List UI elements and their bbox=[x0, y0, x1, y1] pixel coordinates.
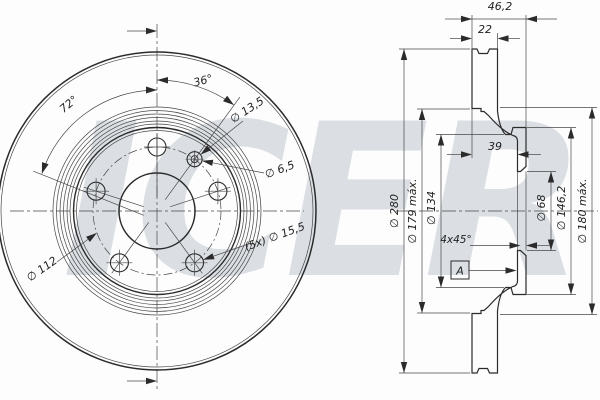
dim-angle-72: 72° bbox=[41, 86, 158, 174]
front-view: 72° 36° ∅ 13,5 ∅ 6,5 bbox=[0, 24, 317, 392]
dim-label-hat-diameter: ∅ 146,2 bbox=[555, 186, 568, 231]
section-view: 46,2 22 39 bbox=[388, 0, 598, 374]
dim-angle-36: 36° bbox=[156, 72, 235, 106]
centerlines bbox=[10, 24, 304, 392]
section-profile-upper bbox=[471, 48, 527, 173]
bolt-hole bbox=[144, 134, 170, 160]
dim-label-dia-180-max: ∅ 180 máx. bbox=[576, 178, 589, 243]
pin-hole bbox=[185, 150, 204, 169]
dim-bore-diameter: ∅ 68 bbox=[535, 171, 555, 251]
dim-label-36deg: 36° bbox=[192, 72, 214, 90]
extension-lines bbox=[399, 15, 597, 374]
dim-chamfer: 4x45° bbox=[440, 234, 549, 249]
dim-label-chamfer: 4x45° bbox=[440, 234, 472, 246]
dim-hat-diameter: ∅ 146,2 bbox=[555, 127, 575, 295]
bolt-hole bbox=[204, 178, 231, 205]
section-plane-arrows bbox=[127, 27, 157, 385]
dim-label-dia-6-5: ∅ 6,5 bbox=[263, 158, 296, 181]
dim-label-dia-179-max: ∅ 179 máx. bbox=[406, 178, 419, 243]
dim-bolt-holes: (5x) ∅ 15,5 bbox=[203, 220, 307, 260]
dim-disc-thickness: 22 bbox=[450, 23, 520, 42]
bolt-hole bbox=[83, 178, 110, 205]
dim-label-overall-width: 46,2 bbox=[488, 0, 513, 13]
section-profile-lower bbox=[471, 249, 527, 374]
dim-label-outer-diameter: ∅ 280 bbox=[388, 194, 401, 228]
dim-label-bolt-circle: ∅ 112 bbox=[24, 254, 59, 284]
datum-a: A bbox=[450, 260, 517, 280]
bore-edges bbox=[517, 171, 527, 251]
dim-label-disc-thickness: 22 bbox=[478, 23, 492, 36]
dim-label-hat-depth: 39 bbox=[488, 140, 502, 153]
dim-label-dia-13-5: ∅ 13,5 bbox=[228, 94, 267, 125]
bolt-hole bbox=[181, 249, 208, 276]
datum-label: A bbox=[455, 265, 464, 278]
dim-dia-6-5: ∅ 6,5 bbox=[202, 158, 296, 181]
bolt-holes bbox=[83, 134, 231, 276]
dim-overall-width: 46,2 bbox=[445, 0, 557, 23]
dim-hat-depth: 39 bbox=[447, 140, 541, 158]
dim-dia-179-max: ∅ 179 máx. bbox=[406, 109, 426, 313]
dim-label-bolt-holes: (5x) ∅ 15,5 bbox=[243, 220, 307, 254]
bolt-hole bbox=[106, 249, 133, 276]
disc-circles bbox=[0, 51, 317, 371]
dim-outer-diameter: ∅ 280 bbox=[388, 49, 408, 373]
dim-dia-180-max: ∅ 180 máx. bbox=[576, 107, 596, 315]
dim-dia-134: ∅ 134 bbox=[425, 134, 445, 288]
dim-label-72deg: 72° bbox=[57, 93, 80, 115]
dim-label-dia-134: ∅ 134 bbox=[425, 191, 438, 225]
dim-label-bore-diameter: ∅ 68 bbox=[535, 194, 548, 221]
